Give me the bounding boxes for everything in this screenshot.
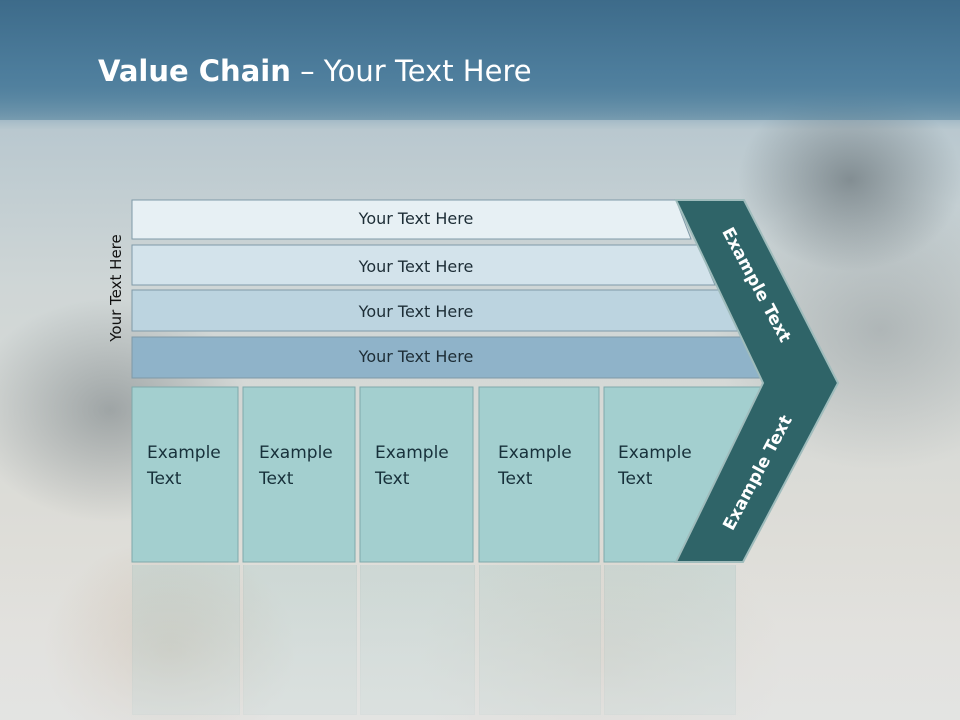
slide-title: Value Chain – Your Text Here (98, 54, 532, 88)
box-label-5-line1: Example (618, 443, 692, 463)
row-label-1: Your Text Here (358, 209, 474, 228)
box-label-4: Example Text (498, 440, 572, 492)
box-label-1: Example Text (147, 440, 221, 492)
box-shape-2 (242, 386, 356, 563)
box-label-2: Example Text (259, 440, 333, 492)
row-shape-1 (131, 199, 692, 240)
box-label-4-line2: Text (498, 469, 533, 489)
box-label-3: Example Text (375, 440, 449, 492)
title-bar (0, 0, 960, 120)
box-label-5: Example Text (618, 440, 692, 492)
box-label-1-line1: Example (147, 443, 221, 463)
row-label-3: Your Text Here (358, 302, 474, 321)
box-label-2-line1: Example (259, 443, 333, 463)
title-rest: – Your Text Here (290, 54, 532, 88)
box-shape-1 (131, 386, 239, 563)
box-label-3-line1: Example (375, 443, 449, 463)
bottom-fade (0, 560, 960, 720)
row-label-4: Your Text Here (358, 347, 474, 366)
box-shape-4 (478, 386, 600, 563)
box-label-1-line2: Text (147, 469, 182, 489)
box-shape-3 (359, 386, 474, 563)
row-shape-2 (131, 244, 716, 286)
box-label-5-line2: Text (618, 469, 653, 489)
row-label-2: Your Text Here (358, 257, 474, 276)
title-bold: Value Chain (98, 54, 291, 88)
box-label-3-line2: Text (375, 469, 410, 489)
box-label-4-line1: Example (498, 443, 572, 463)
box-label-2-line2: Text (259, 469, 294, 489)
